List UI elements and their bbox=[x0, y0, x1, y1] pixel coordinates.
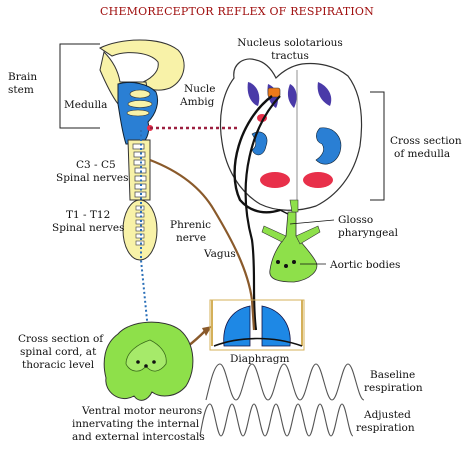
aortic-body-dot bbox=[284, 264, 288, 268]
brain-stem bbox=[100, 40, 184, 144]
adjusted-waveform bbox=[200, 404, 353, 436]
phrenic-label-line2: nerve bbox=[176, 232, 206, 244]
aortic-branch bbox=[296, 226, 320, 244]
adjusted-label-line2: respiration bbox=[356, 422, 415, 434]
cord-label-line2: spinal cord, at bbox=[20, 346, 97, 358]
cross-medulla-label-line2: of medulla bbox=[394, 148, 450, 160]
pyramid-left bbox=[260, 172, 290, 188]
pyramid-right bbox=[303, 172, 333, 188]
motor-neuron-dot bbox=[152, 360, 156, 364]
medulla-label: Medulla bbox=[64, 99, 107, 111]
glosso-label-line1: Glosso bbox=[338, 214, 373, 226]
t1t12-label-line2: Spinal nerves bbox=[52, 222, 125, 234]
glosso-pointer bbox=[290, 220, 334, 224]
medulla-fold bbox=[130, 90, 150, 98]
aortic-body-dot bbox=[292, 260, 296, 264]
brain-stem-bracket bbox=[60, 44, 100, 128]
baseline-label-line2: respiration bbox=[364, 382, 423, 394]
motor-neuron-dot bbox=[136, 360, 140, 364]
phrenic-label-line1: Phrenic bbox=[170, 219, 211, 231]
vagus-label: Vagus bbox=[203, 248, 236, 260]
ventral-label-line3: and external intercostals bbox=[72, 431, 205, 443]
spinal-cord-cross-section bbox=[104, 322, 193, 400]
aortic-branch bbox=[262, 226, 286, 242]
medulla-fold bbox=[128, 101, 152, 108]
t1t12-label-line1: T1 - T12 bbox=[66, 209, 110, 221]
cord-label-line1: Cross section of bbox=[18, 333, 104, 345]
nucleus-ambiguus-label-line1: Nucle bbox=[184, 83, 215, 95]
vertebra bbox=[134, 160, 145, 165]
glosso-label-line2: pharyngeal bbox=[338, 227, 399, 239]
baseline-label-line1: Baseline bbox=[370, 369, 415, 381]
ventral-label-line2: innervating the internal bbox=[72, 418, 200, 430]
nts-label-line1: Nucleus solotarious bbox=[237, 37, 343, 49]
ventral-label-line1: Ventral motor neurons bbox=[81, 405, 202, 417]
c3c5-label-line2: Spinal nerves bbox=[56, 172, 129, 184]
nucleus-ambiguus-label-line2: Ambig bbox=[179, 96, 215, 108]
vertebra bbox=[134, 152, 145, 157]
phrenic-nerve bbox=[150, 160, 254, 330]
aortic-bodies-label: Aortic bodies bbox=[329, 259, 400, 271]
brain-stem-label-line2: stem bbox=[8, 84, 34, 96]
adjusted-label-line1: Adjusted bbox=[363, 409, 411, 421]
nucleus-solitarius bbox=[268, 88, 280, 97]
vertebra bbox=[133, 144, 144, 149]
medulla-section-bracket bbox=[370, 92, 384, 200]
nts-label-line2: tractus bbox=[271, 50, 309, 62]
diaphragm-structure bbox=[210, 300, 304, 350]
cord-label-line3: thoracic level bbox=[22, 359, 95, 371]
medulla-fold bbox=[127, 110, 149, 116]
motor-neuron-dot bbox=[144, 364, 148, 368]
aortic-body-dot bbox=[276, 260, 280, 264]
diagram-title: CHEMORECEPTOR REFLEX OF RESPIRATION bbox=[100, 5, 374, 18]
cross-medulla-label-line1: Cross section bbox=[390, 135, 462, 147]
baseline-waveform bbox=[206, 364, 364, 400]
c3c5-label-line1: C3 - C5 bbox=[76, 159, 116, 171]
diaphragm-label: Diaphragm bbox=[230, 353, 290, 365]
brain-stem-label-line1: Brain bbox=[8, 71, 37, 83]
